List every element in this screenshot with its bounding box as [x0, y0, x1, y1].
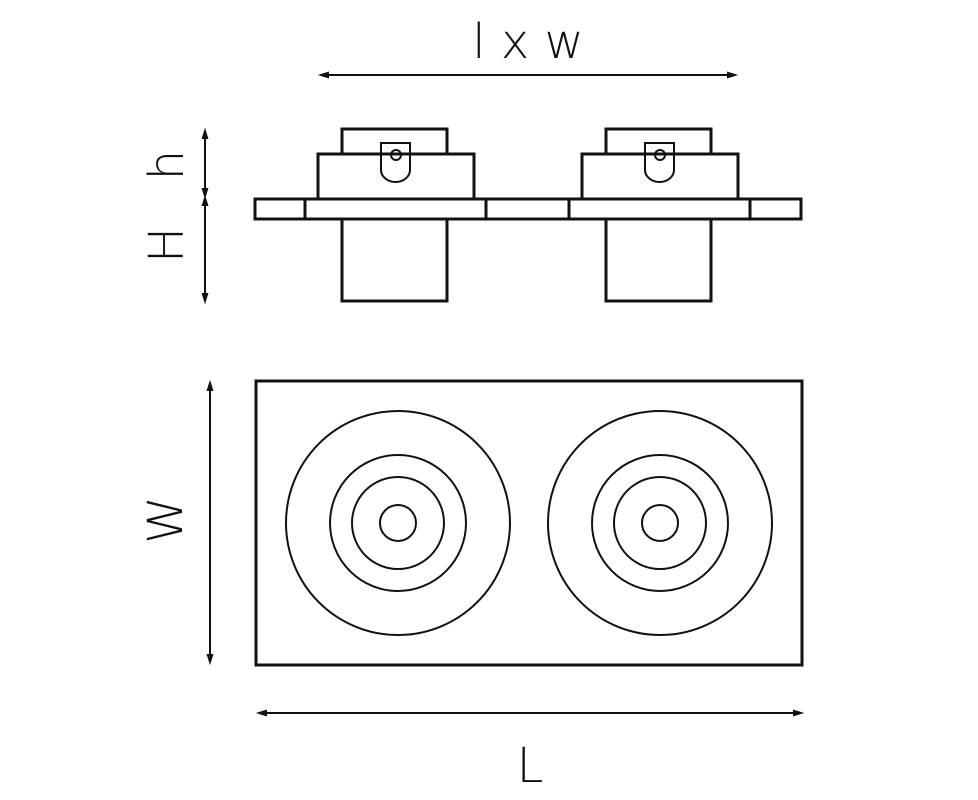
side-view — [253, 127, 803, 303]
front-view — [254, 379, 804, 667]
label-L: L — [517, 738, 544, 794]
frame-outline — [254, 379, 804, 667]
bracket-tab — [380, 142, 411, 183]
bracket-tab — [644, 142, 675, 183]
lamp-unit-left-side — [303, 127, 488, 303]
label-W: W — [138, 496, 194, 543]
lamp-unit-right-side — [567, 127, 752, 303]
label-h: h — [139, 150, 195, 180]
lamp-face-left — [285, 410, 511, 636]
label-H: H — [139, 227, 195, 263]
lamp-face-right — [547, 410, 773, 636]
label-lxw: l x w — [472, 14, 584, 70]
mounting-plate — [253, 197, 803, 221]
